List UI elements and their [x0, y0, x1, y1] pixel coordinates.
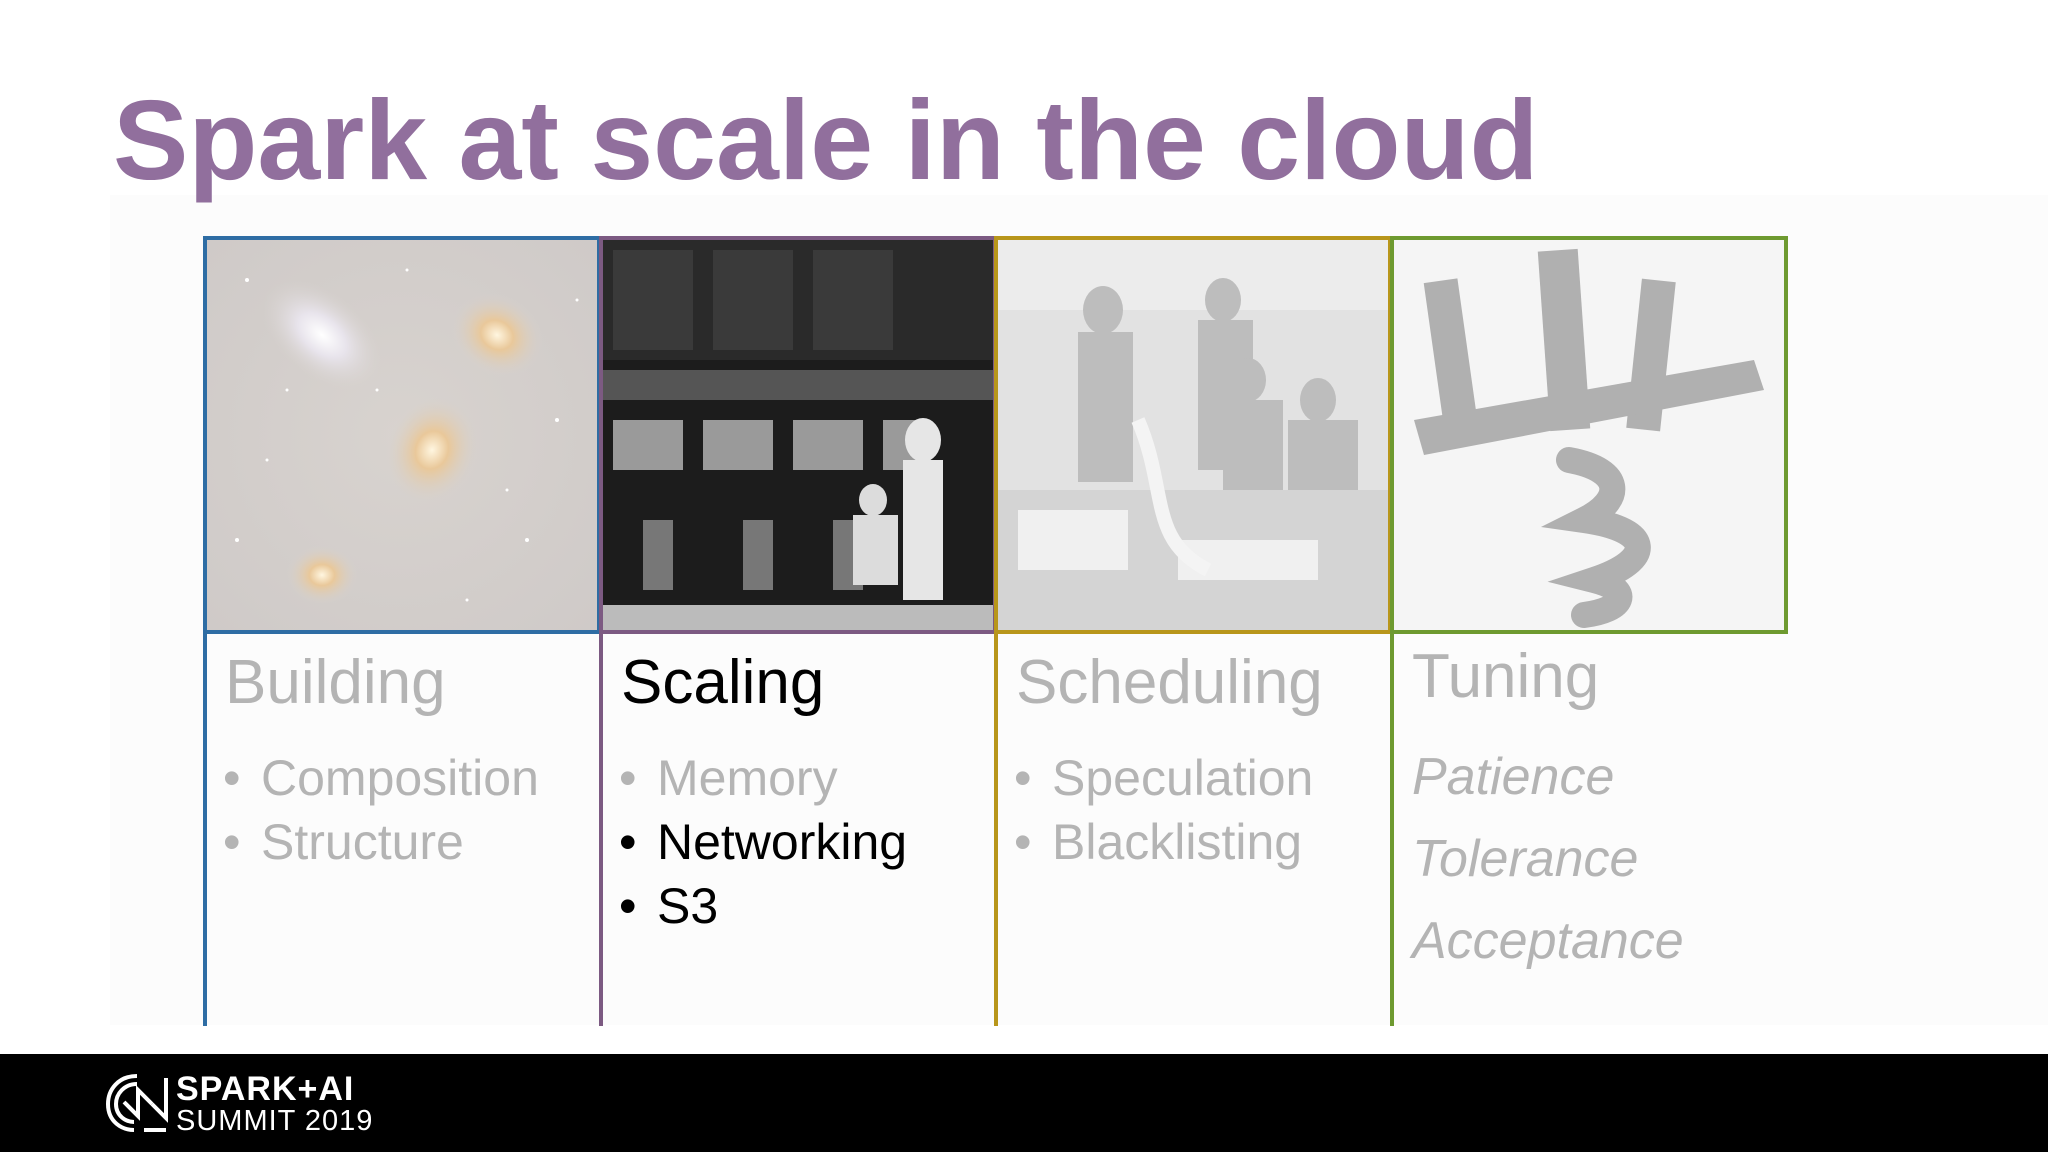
mission-control-illustration: [998, 240, 1388, 630]
calligraphy-image: [1390, 236, 1788, 634]
computer-illustration: [603, 240, 993, 630]
slide-title: Spark at scale in the cloud: [113, 77, 1539, 203]
list-item: •S3: [619, 874, 907, 938]
column-heading: Building: [225, 648, 446, 717]
list-item: •Blacklisting: [1014, 810, 1313, 874]
column-building: Building •Composition •Structure: [203, 236, 601, 1026]
column-divider: [599, 630, 603, 1026]
footer-bar: [0, 1054, 2048, 1152]
column-divider: [203, 630, 207, 1026]
list-item: •Composition: [223, 746, 539, 810]
bullet-icon: •: [619, 814, 637, 870]
list-item: Acceptance: [1412, 912, 1684, 970]
list-item: •Speculation: [1014, 746, 1313, 810]
spark-ai-logo-icon: [105, 1074, 168, 1132]
column-scheduling: Scheduling •Speculation •Blacklisting: [994, 236, 1392, 1026]
bullet-icon: •: [1014, 750, 1032, 806]
footer-logo-line1: SPARK+AI: [176, 1070, 355, 1108]
bullet-icon: •: [223, 750, 241, 806]
column-divider: [1390, 630, 1394, 1026]
column-heading: Tuning: [1412, 642, 1600, 711]
galaxy-image: [203, 236, 601, 634]
column-tuning: Tuning Patience Tolerance Acceptance: [1390, 236, 1788, 1026]
galaxy-illustration: [207, 240, 597, 630]
bullet-list: •Memory •Networking •S3: [619, 746, 907, 938]
mission-control-image: [994, 236, 1392, 634]
column-divider: [994, 630, 998, 1026]
calligraphy-illustration: [1394, 240, 1784, 630]
column-heading: Scheduling: [1016, 648, 1323, 717]
bullet-list: •Composition •Structure: [223, 746, 539, 874]
bullet-list: •Speculation •Blacklisting: [1014, 746, 1313, 874]
list-item: •Structure: [223, 810, 539, 874]
footer-logo-line2: SUMMIT 2019: [176, 1105, 374, 1137]
bullet-icon: •: [1014, 814, 1032, 870]
list-item: •Networking: [619, 810, 907, 874]
list-item: Patience: [1412, 748, 1615, 806]
list-item: •Memory: [619, 746, 907, 810]
italic-list: Patience Tolerance Acceptance: [1412, 736, 1684, 982]
bullet-icon: •: [619, 750, 637, 806]
bullet-icon: •: [619, 878, 637, 934]
list-item: Tolerance: [1412, 830, 1639, 888]
bullet-icon: •: [223, 814, 241, 870]
column-scaling: Scaling •Memory •Networking •S3: [599, 236, 997, 1026]
early-computer-image: [599, 236, 997, 634]
column-heading: Scaling: [621, 648, 825, 717]
